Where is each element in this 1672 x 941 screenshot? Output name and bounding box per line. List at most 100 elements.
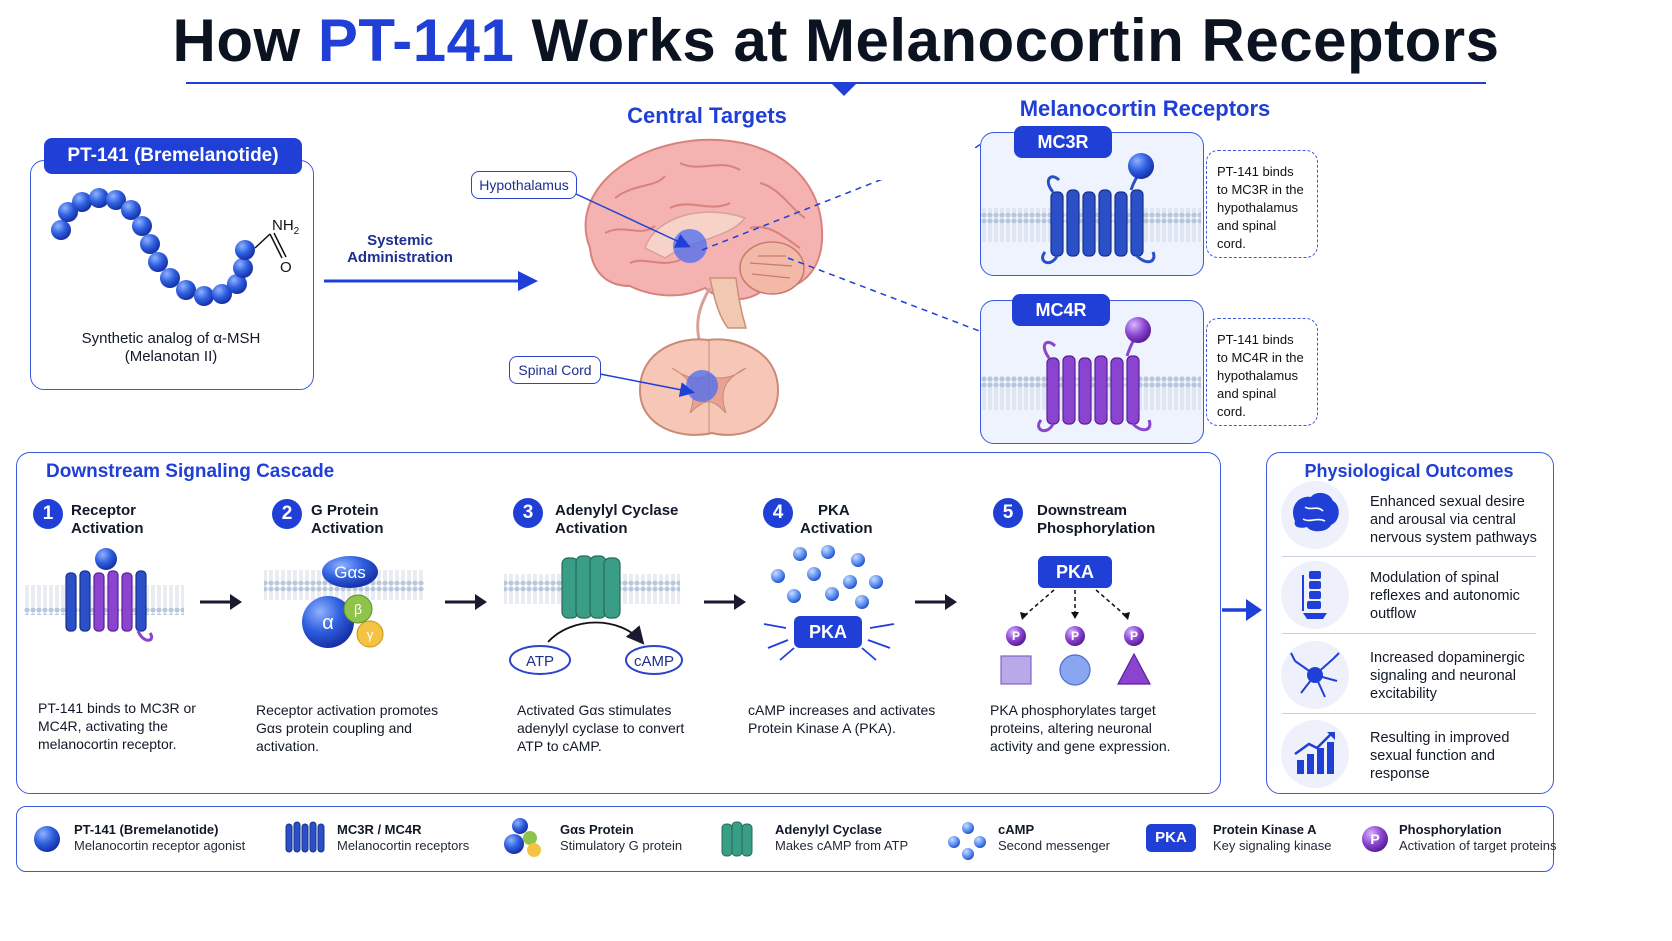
drug-caption: Synthetic analog of α-MSH (Melanotan II) [30, 330, 312, 366]
cascade-arrow-1 [200, 594, 242, 610]
svg-text:P: P [1012, 629, 1020, 643]
outcomes-arrow [1222, 599, 1262, 621]
legend-adenylyl-cyclase-name: Adenylyl Cyclase [775, 822, 882, 837]
drug-caption-line2: (Melanotan II) [124, 348, 218, 365]
svg-text:P: P [1130, 629, 1138, 643]
connector-lines [575, 180, 983, 398]
step-2-title-line2: Activation [311, 520, 384, 537]
step-4-number: 4 [763, 498, 793, 528]
spine-icon [1281, 561, 1349, 629]
step-3-number: 3 [513, 498, 543, 528]
administration-label: Systemic Administration [330, 232, 470, 266]
legend-phosphate-icon: P [1362, 826, 1388, 852]
step-5-desc: PKA phosphorylates target proteins, alte… [990, 702, 1171, 754]
legend-receptor-name: MC3R / MC4R [337, 822, 422, 837]
camp-bubble [625, 645, 683, 675]
atp-bubble [509, 645, 571, 675]
outcome-2: Modulation of spinal reflexes and autono… [1370, 570, 1520, 622]
outcome-1: Enhanced sexual desire and arousal via c… [1370, 494, 1537, 546]
drug-label: PT-141 (Bremelanotide) [44, 138, 302, 174]
outcome-4: Resulting in improved sexual function an… [1370, 730, 1510, 782]
gas-subunit-icon [322, 556, 378, 588]
central-targets-heading: Central Targets [627, 103, 787, 128]
svg-text:P: P [1370, 831, 1379, 847]
step-2-g-protein-icon: Gαs α β γ [264, 556, 424, 648]
mc3r-label: MC3R [1014, 126, 1112, 158]
step-4-desc: cAMP increases and activates Protein Kin… [748, 702, 936, 736]
legend-g-protein-name: Gαs Protein [560, 822, 634, 837]
outcome-divider [1282, 556, 1536, 557]
alpha-subunit-icon [302, 596, 354, 648]
administration-arrow [324, 271, 538, 291]
legend-camp-name: cAMP [998, 822, 1035, 837]
spinal-cord-label: Spinal Cord [509, 356, 601, 384]
svg-text:ATP: ATP [526, 653, 554, 670]
outcome-3: Increased dopaminergic signaling and neu… [1370, 650, 1525, 702]
step-5-title-line2: Phosphorylation [1037, 520, 1156, 537]
beta-subunit-icon [343, 594, 373, 624]
admin-line2: Administration [347, 249, 453, 266]
target-protein-triangle-icon [1117, 652, 1151, 685]
step-4-title-line2: Activation [800, 520, 873, 537]
step-1-receptor-icon [24, 548, 184, 642]
step-4-title-line1: PKA [818, 502, 850, 519]
neuron-icon [1281, 641, 1349, 709]
camp-molecules-icon [771, 545, 883, 609]
step-1-number: 1 [33, 499, 63, 529]
step-2-desc: Receptor activation promotes Gαs protein… [256, 702, 439, 754]
legend-pka-name: Protein Kinase A [1213, 822, 1317, 837]
legend-pt141-icon [34, 826, 60, 852]
brain-icon [584, 138, 824, 329]
step-1-desc: PT-141 binds to MC3R or MC4R, activating… [38, 700, 196, 752]
title-prefix: How [172, 7, 318, 74]
step-3-adenylyl-cyclase-icon: ATP cAMP [504, 555, 683, 675]
svg-text:PKA: PKA [809, 622, 847, 642]
legend-adenylyl-cyclase-icon [721, 821, 753, 857]
legend-pt141-desc: Melanocortin receptor agonist [74, 838, 246, 853]
target-protein-circle-icon [1059, 654, 1091, 686]
outcome-divider [1282, 633, 1536, 634]
mc4r-label: MC4R [1012, 294, 1110, 326]
title-highlight: PT-141 [317, 7, 515, 74]
step-5-title-line1: Downstream [1037, 502, 1128, 519]
cascade-arrow-4 [915, 594, 957, 610]
brain-icon [1281, 481, 1349, 549]
step-2-number: 2 [272, 499, 302, 529]
page-title: How PT-141 Works at Melanocortin Recepto… [0, 6, 1672, 75]
target-protein-square-icon [1000, 655, 1032, 685]
peptide-chain-icon: NH2 O [51, 188, 300, 306]
growth-chart-icon [1281, 720, 1349, 788]
legend-camp-icon [948, 822, 986, 860]
legend-phosphorylation-desc: Activation of target proteins [1399, 838, 1557, 853]
step-1-title-line2: Activation [71, 520, 144, 537]
legend-g-protein-desc: Stimulatory G protein [560, 838, 683, 853]
mc3r-description: PT-141 binds to MC3R in the hypothalamus… [1206, 150, 1318, 258]
legend-camp-desc: Second messenger [998, 838, 1111, 853]
step-3-desc: Activated Gαs stimulates adenylyl cyclas… [517, 702, 685, 754]
nh2-label: NH2 [272, 217, 300, 237]
legend-adenylyl-cyclase-desc: Makes cAMP from ATP [775, 838, 909, 853]
step-5-number: 5 [993, 498, 1023, 528]
gamma-subunit-icon [356, 620, 384, 648]
legend-pka-badge: PKA [1146, 824, 1196, 852]
cascade-arrow-3 [704, 594, 746, 610]
svg-text:P: P [1071, 629, 1079, 643]
cascade-heading: Downstream Signaling Cascade [46, 461, 335, 482]
cascade-arrow-2 [445, 594, 487, 610]
mc4r-description: PT-141 binds to MC4R in the hypothalamus… [1206, 318, 1318, 426]
receptors-heading: Melanocortin Receptors [1019, 96, 1271, 121]
oxygen-label: O [280, 259, 292, 276]
title-suffix: Works at Melanocortin Receptors [514, 7, 1500, 74]
admin-line1: Systemic [367, 232, 433, 249]
pt141-ligand-icon [1128, 153, 1154, 179]
step-3-title-line2: Activation [555, 520, 628, 537]
legend-pt141-name: PT-141 (Bremelanotide) [74, 822, 219, 837]
